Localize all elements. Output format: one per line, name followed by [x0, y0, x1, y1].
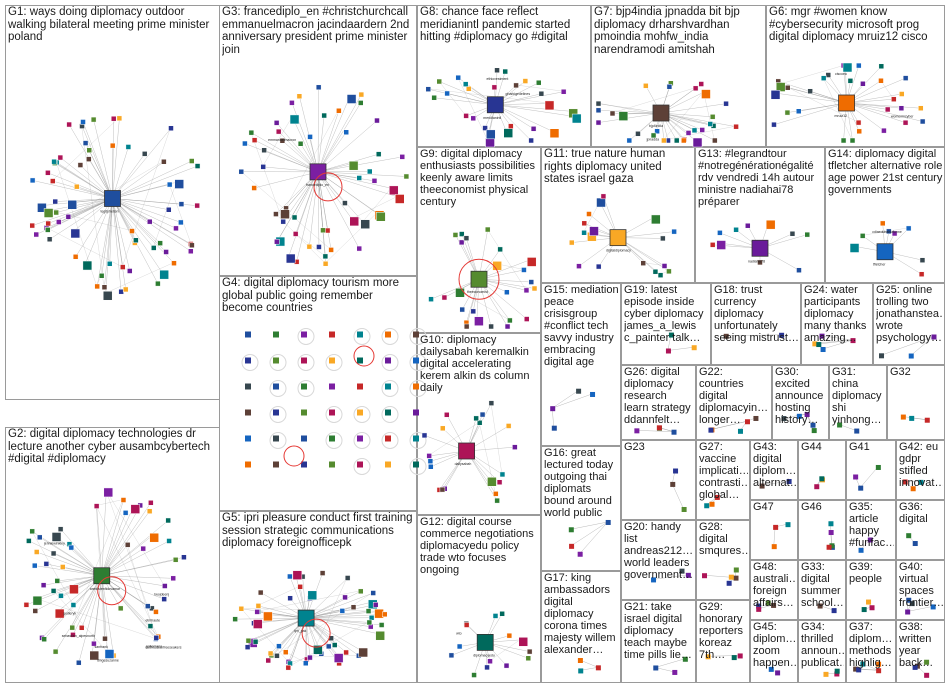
group-box-g5: [219, 511, 417, 683]
group-box-g34: [798, 620, 846, 683]
group-box-g43: [750, 440, 798, 500]
group-box-g32: [887, 365, 945, 440]
group-box-g14: [825, 147, 945, 283]
group-box-g24: [801, 283, 873, 365]
group-box-g16: [541, 446, 621, 571]
group-box-g39: [846, 560, 896, 620]
group-box-g19: [621, 283, 711, 365]
group-box-g37: [846, 620, 896, 683]
group-box-g21: [621, 600, 696, 683]
group-box-g45: [750, 620, 798, 683]
group-box-g7: [591, 5, 766, 147]
group-box-g13: [695, 147, 825, 283]
group-box-g12: [417, 515, 541, 683]
group-box-g40: [896, 560, 945, 620]
group-box-g41: [846, 440, 896, 500]
group-box-g1: [5, 5, 220, 400]
group-box-g36: [896, 500, 945, 560]
group-box-g27: [696, 440, 750, 520]
group-box-g26: [621, 365, 696, 440]
group-box-g8: [417, 5, 591, 147]
group-box-g6: [766, 5, 945, 147]
group-box-g46: [798, 500, 846, 560]
group-box-g25: [873, 283, 945, 365]
group-box-g10: [417, 333, 541, 515]
group-box-g30: [772, 365, 829, 440]
group-box-g3: [219, 5, 417, 276]
group-box-g28: [696, 520, 750, 600]
group-box-g20: [621, 520, 696, 600]
group-box-g29: [696, 600, 750, 683]
group-box-g47: [750, 500, 798, 560]
group-box-g48: [750, 560, 798, 620]
group-box-g9: [417, 147, 541, 333]
group-box-g31: [829, 365, 887, 440]
group-box-g22: [696, 365, 772, 440]
group-box-g42: [896, 440, 945, 500]
group-box-g33: [798, 560, 846, 620]
group-box-g2: [5, 427, 220, 683]
group-box-g18: [711, 283, 801, 365]
group-box-g4: [219, 276, 417, 511]
group-box-g23: [621, 440, 696, 520]
group-box-g17: [541, 571, 621, 683]
group-box-g44: [798, 440, 846, 500]
group-box-g35: [846, 500, 896, 560]
group-box-g11: [541, 147, 695, 283]
group-box-g38: [896, 620, 945, 683]
group-box-g15: [541, 283, 621, 446]
